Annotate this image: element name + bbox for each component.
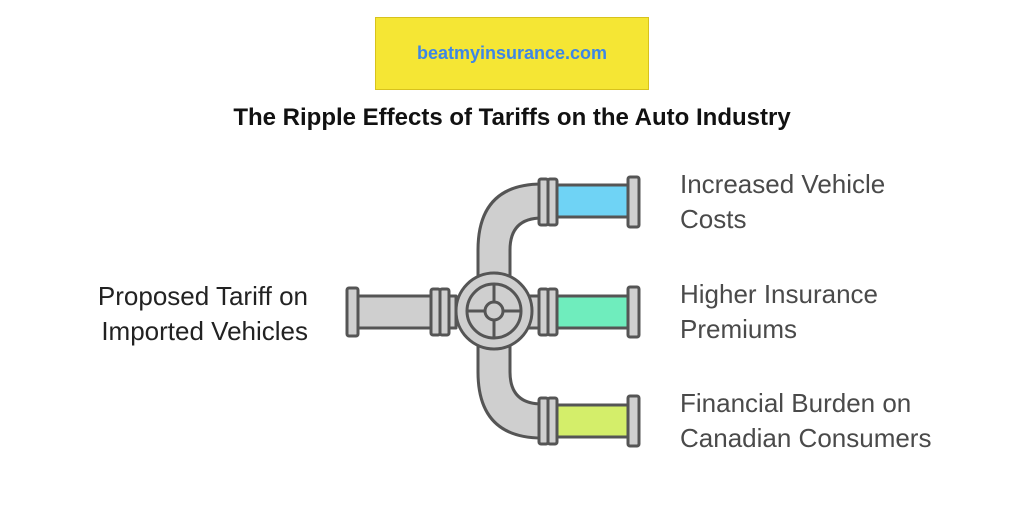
output-label-insurance-premiums: Higher Insurance Premiums: [680, 277, 1000, 347]
output-3-flange-b: [546, 396, 559, 446]
diagram-title: The Ripple Effects of Tariffs on the Aut…: [233, 104, 791, 131]
output-3-line-1: Financial Burden on: [680, 388, 912, 418]
source-label-line-1: Proposed Tariff on: [97, 281, 308, 311]
output-label-financial-burden: Financial Burden on Canadian Consumers: [680, 386, 1000, 456]
upper-elbow-pipe: [476, 182, 544, 294]
input-flange-b: [438, 287, 451, 337]
output-pipe-financial-burden: [553, 403, 632, 439]
output-1-flange-end: [626, 175, 641, 229]
output-2-line-1: Higher Insurance: [680, 279, 878, 309]
source-label: Proposed Tariff on Imported Vehicles: [40, 279, 308, 349]
brand-text: beatmyinsurance.com: [416, 43, 608, 63]
output-3-flange-end: [626, 394, 641, 448]
output-2-line-2: Premiums: [680, 314, 798, 344]
output-2-flange-b: [546, 287, 559, 337]
output-1-line-1: Increased Vehicle: [680, 169, 886, 199]
output-pipe-vehicle-costs: [553, 183, 632, 219]
output-2-flange-end: [626, 285, 641, 339]
output-1-line-2: Costs: [680, 204, 747, 234]
valve-center: [483, 300, 505, 322]
output-1-flange-b: [546, 177, 559, 227]
output-label-vehicle-costs: Increased Vehicle Costs: [680, 167, 1000, 237]
output-3-line-2: Canadian Consumers: [680, 423, 932, 453]
source-label-line-2: Imported Vehicles: [101, 316, 308, 346]
output-pipe-insurance-premiums: [553, 294, 632, 330]
brand-badge: beatmyinsurance.com: [375, 17, 649, 90]
input-flange-end: [345, 286, 360, 338]
